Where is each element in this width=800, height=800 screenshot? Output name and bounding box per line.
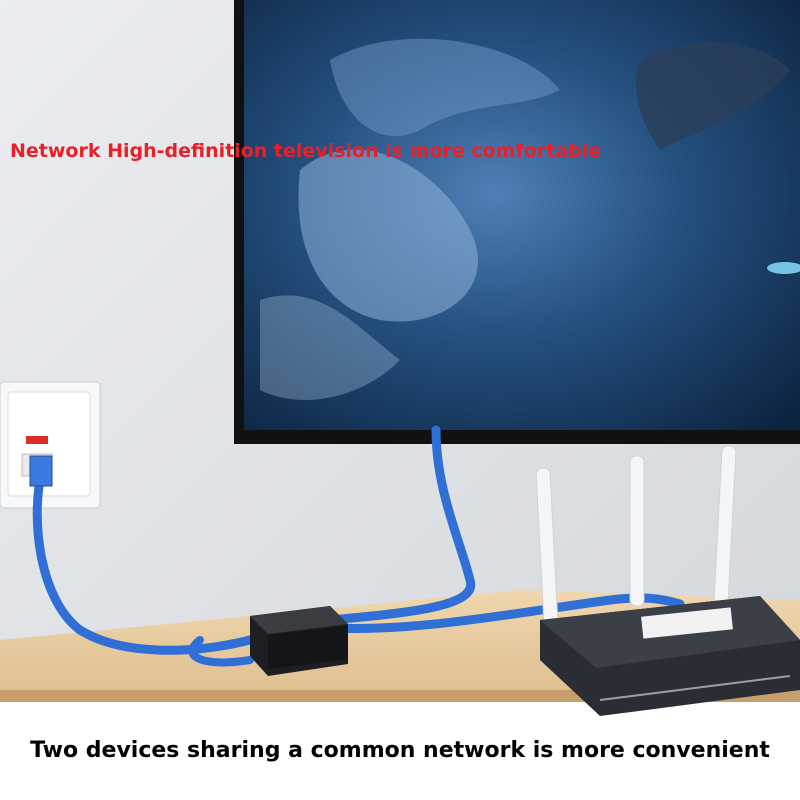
bottom-caption: Two devices sharing a common network is … [30, 738, 770, 763]
router [535, 445, 800, 716]
television [234, 0, 800, 444]
wall-socket [0, 381, 101, 509]
ethernet-cables [32, 425, 685, 667]
network-splitter [250, 606, 348, 676]
top-caption: Network High-definition television is mo… [10, 140, 602, 162]
socket-plug [29, 455, 53, 487]
